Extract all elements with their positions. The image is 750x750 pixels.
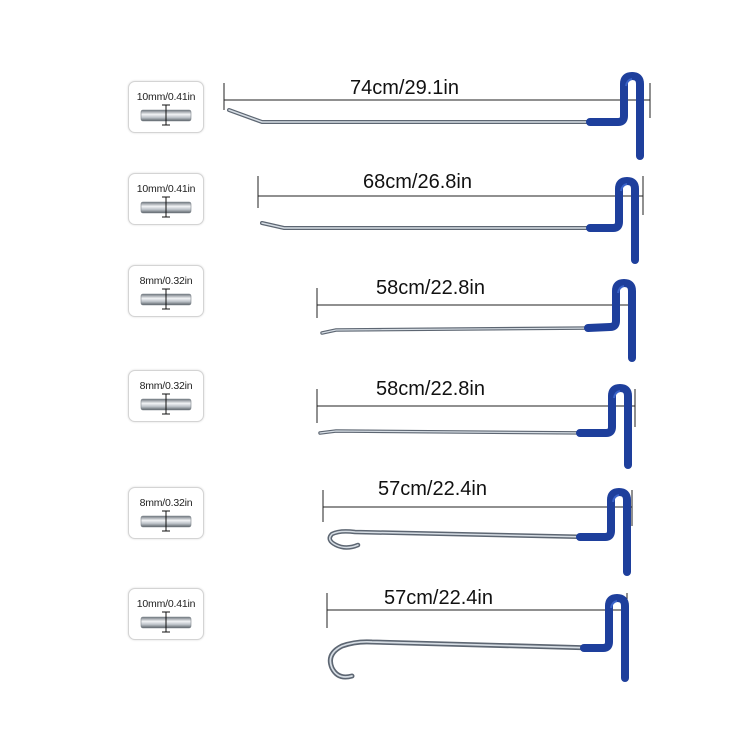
- diameter-label: 8mm/0.32in: [139, 497, 193, 509]
- length-label: 58cm/22.8in: [376, 277, 485, 299]
- length-label: 68cm/26.8in: [363, 171, 472, 193]
- rod-5: [322, 488, 633, 576]
- rod-1: [223, 72, 651, 160]
- diameter-label: 10mm/0.41in: [136, 598, 196, 610]
- diameter-badge: 8mm/0.32in: [128, 265, 204, 317]
- diameter-badge: 10mm/0.41in: [128, 81, 204, 133]
- diameter-badge: 10mm/0.41in: [128, 588, 204, 640]
- hook-handle-icon: [580, 594, 629, 682]
- diameter-label: 10mm/0.41in: [136, 183, 196, 195]
- length-label: 58cm/22.8in: [376, 378, 485, 400]
- length-label: 74cm/29.1in: [350, 77, 459, 99]
- diameter-label: 8mm/0.32in: [139, 275, 193, 287]
- diameter-label: 10mm/0.41in: [136, 91, 196, 103]
- rod-4: [316, 384, 636, 469]
- diameter-badge: 8mm/0.32in: [128, 370, 204, 422]
- hook-handle-icon: [586, 177, 639, 264]
- diameter-badge: 10mm/0.41in: [128, 173, 204, 225]
- rod-3: [316, 279, 636, 362]
- length-label: 57cm/22.4in: [384, 587, 493, 609]
- hook-handle-icon: [584, 279, 636, 362]
- hook-handle-icon: [576, 488, 631, 576]
- diameter-label: 8mm/0.32in: [139, 380, 193, 392]
- diameter-badge: 8mm/0.32in: [128, 487, 204, 539]
- rod-2: [257, 176, 644, 264]
- hook-handle-icon: [586, 72, 644, 160]
- rod-6: [326, 593, 629, 682]
- hook-handle-icon: [576, 384, 632, 469]
- length-label: 57cm/22.4in: [378, 478, 487, 500]
